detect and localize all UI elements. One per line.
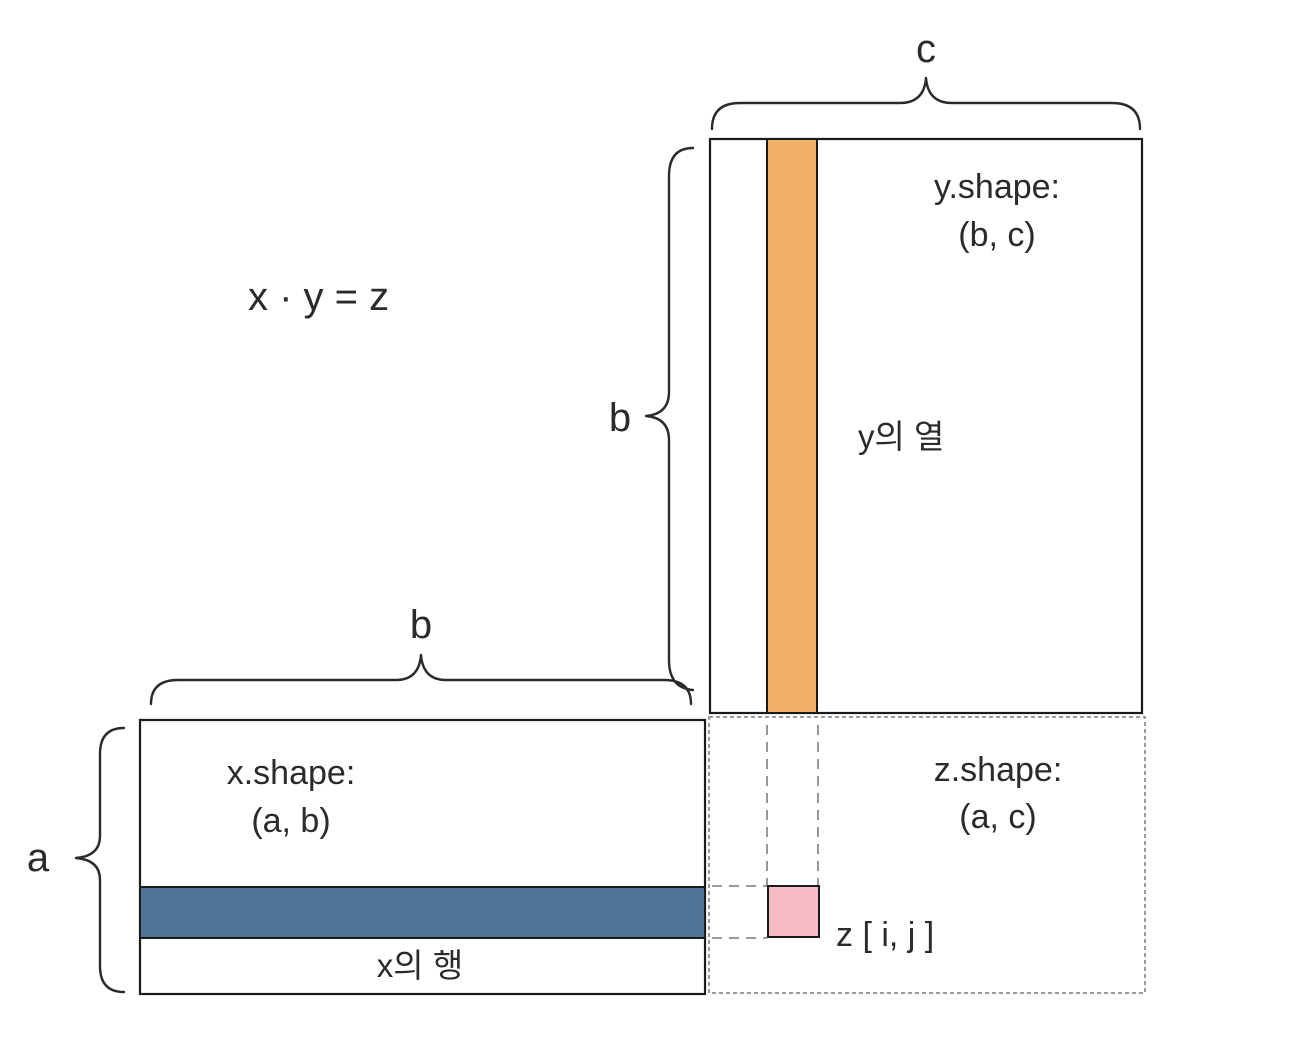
matrix-y: y.shape: (b, c) y의 열 — [708, 137, 1144, 715]
matrix-z: z.shape: (a, c) z [ i, j ] — [708, 716, 1146, 994]
dim-c-label: c — [916, 27, 936, 71]
x-shape-value: (a, b) — [251, 802, 330, 840]
dim-b-horizontal-label: b — [410, 603, 432, 647]
z-cell-label: z [ i, j ] — [836, 916, 934, 954]
x-row-label: x의 행 — [377, 947, 463, 984]
x-row-highlight — [139, 886, 706, 939]
brace-c — [710, 76, 1142, 131]
dim-b-vertical-label: b — [609, 396, 631, 440]
z-cell-highlight — [767, 885, 820, 938]
y-shape-value: (b, c) — [958, 216, 1035, 254]
y-column-highlight — [766, 138, 818, 714]
brace-b-horizontal — [149, 653, 693, 706]
brace-a — [74, 726, 126, 994]
z-shape-value: (a, c) — [959, 798, 1036, 836]
z-shape-label: z.shape: — [934, 751, 1063, 789]
y-shape-label: y.shape: — [934, 168, 1060, 206]
dim-a-label: a — [27, 836, 50, 880]
matrix-x-box — [138, 718, 707, 996]
brace-b-vertical — [644, 146, 695, 692]
equation-label: x · y = z — [248, 275, 389, 319]
matrix-z-box — [708, 716, 1146, 994]
y-column-label: y의 열 — [858, 418, 944, 455]
matrix-x: x.shape: (a, b) x의 행 — [138, 718, 707, 996]
x-shape-label: x.shape: — [227, 754, 356, 792]
